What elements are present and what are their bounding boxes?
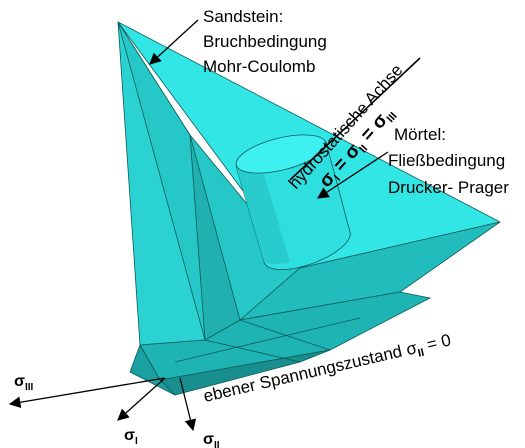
- sigma-III-symbol: σ: [14, 373, 25, 390]
- edge-line: [239, 319, 331, 351]
- sigma-II-label: σII: [203, 431, 220, 448]
- drucker-prager-cylinder: [235, 134, 351, 270]
- sigma-III-label: σIII: [14, 373, 34, 393]
- cylinder-top: [235, 134, 327, 174]
- sandstein-pointer-icon: [149, 19, 199, 65]
- sigma-I-label: σI: [124, 427, 138, 447]
- plane-stress-sub: II: [417, 347, 426, 360]
- hydrostatic-axis-line: [289, 57, 421, 181]
- sigma-II-symbol: σ: [203, 431, 214, 448]
- sigma-II-axis-arrow-icon: [179, 377, 197, 432]
- sigma-II-sub: II: [214, 440, 220, 448]
- sigma-I-axis-arrow-icon: [117, 377, 166, 421]
- sandstein-criterion: Mohr-Coulomb: [203, 57, 315, 76]
- moertel-criterion: Drucker- Prager: [388, 178, 509, 197]
- sigma-III-axis-arrow-icon: [8, 377, 166, 409]
- cylinder-shade: [236, 166, 290, 264]
- sandstein-condition: Bruchbedingung: [203, 32, 327, 51]
- pyramid-face-blade-left: [129, 344, 176, 396]
- eq-sub-1: I: [332, 173, 343, 183]
- moertel-condition: Fließbedingung: [388, 151, 505, 170]
- sigma-I-symbol: σ: [124, 427, 135, 444]
- moertel-pointer-icon: [317, 151, 389, 199]
- sigma-III-sub: III: [25, 382, 34, 393]
- edge-line: [174, 317, 361, 363]
- plane-stress-tail: = 0: [420, 330, 452, 355]
- sigma-I-sub: I: [135, 436, 138, 447]
- moertel-title: Mörtel:: [394, 125, 446, 144]
- edge-line: [204, 339, 301, 363]
- sandstein-title: Sandstein:: [203, 7, 283, 26]
